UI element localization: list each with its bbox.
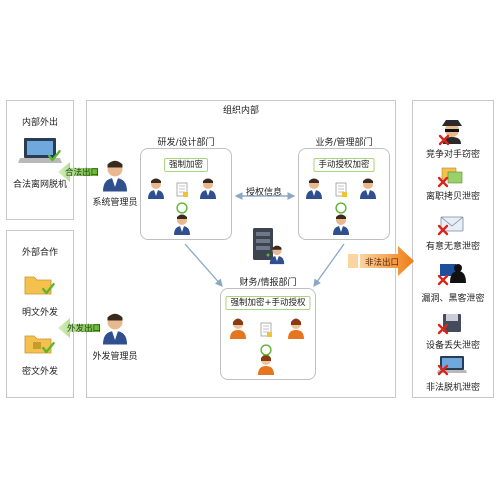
rd-dept-label: 研发/设计部门: [157, 138, 215, 148]
spy-icon: [438, 120, 462, 146]
risk-4-label: 漏洞、黑客泄密: [421, 294, 485, 304]
external-coop-panel: [6, 230, 74, 398]
hacker-icon: [437, 264, 466, 286]
folder-cipher-icon: [24, 335, 55, 354]
fin-dept-label: 财务/情报部门: [239, 278, 297, 288]
cipher-caption: 密文外发: [21, 367, 59, 377]
ext-admin-caption: 外发管理员: [92, 352, 138, 362]
illegal-out-arrow: 非法出口: [348, 246, 414, 276]
sys-admin-person-icon: [103, 160, 127, 192]
device-lost-icon: [437, 314, 461, 335]
folder-plain-icon: [24, 276, 55, 295]
org-title: 组织内部: [222, 106, 260, 116]
offline-leak-icon: [437, 356, 467, 376]
legal-out-label: 合法出口: [65, 167, 99, 178]
risk-3-label: 有意无意泄密: [425, 242, 481, 252]
biz-badge: 手动授权加密: [313, 158, 375, 172]
external-coop-title: 外部合作: [21, 248, 59, 258]
biz-dept-label: 业务/管理部门: [315, 138, 373, 148]
risk-panel: [412, 100, 494, 398]
risk-5-label: 设备丢失泄密: [425, 341, 481, 351]
ext-admin-person-icon: [103, 313, 127, 345]
external-out-label: 外发出口: [67, 323, 101, 334]
legal-out-arrow: 合法出口: [58, 162, 99, 182]
rd-badge: 强制加密: [163, 158, 209, 172]
risk-2-label: 离职拷贝泄密: [425, 192, 481, 202]
laptop-icon: [18, 138, 62, 163]
illegal-out-label: 非法出口: [365, 257, 399, 268]
plain-caption: 明文外发: [21, 308, 59, 318]
external-out-arrow: 外发出口: [58, 318, 101, 338]
rd-dept-contents: [148, 178, 216, 235]
risk-6-label: 非法脱机泄密: [425, 383, 481, 393]
internal-out-title: 内部外出: [21, 118, 59, 128]
fin-dept-contents: [230, 318, 304, 375]
copy-leak-icon: [437, 167, 463, 188]
risk-1-label: 竞争对手窃密: [425, 150, 481, 160]
biz-dept-contents: [306, 178, 376, 235]
server-icon: [253, 228, 273, 260]
email-leak-icon: [437, 216, 464, 236]
fin-badge: 强制加密+手动授权: [225, 296, 311, 310]
laptop-caption: 合法离网脱机: [12, 180, 68, 190]
org-connection-arrows: [184, 192, 345, 288]
sys-admin-caption: 系统管理员: [92, 198, 138, 208]
auth-info-label: 授权信息: [245, 188, 283, 198]
